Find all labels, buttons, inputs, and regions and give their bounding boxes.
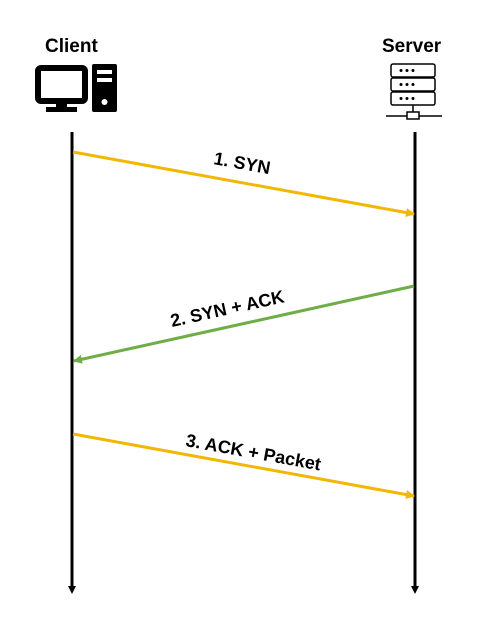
ack-packet-arrow xyxy=(72,432,415,499)
syn-ack-arrow xyxy=(73,284,415,364)
client-label: Client xyxy=(45,36,98,57)
server-rack-icon xyxy=(386,63,442,120)
desktop-computer-icon xyxy=(35,64,117,112)
syn-ack-label: 2. SYN + ACK xyxy=(169,286,286,330)
syn-arrow xyxy=(72,150,415,217)
server-label: Server xyxy=(382,36,442,57)
syn-label: 1. SYN xyxy=(212,148,272,178)
